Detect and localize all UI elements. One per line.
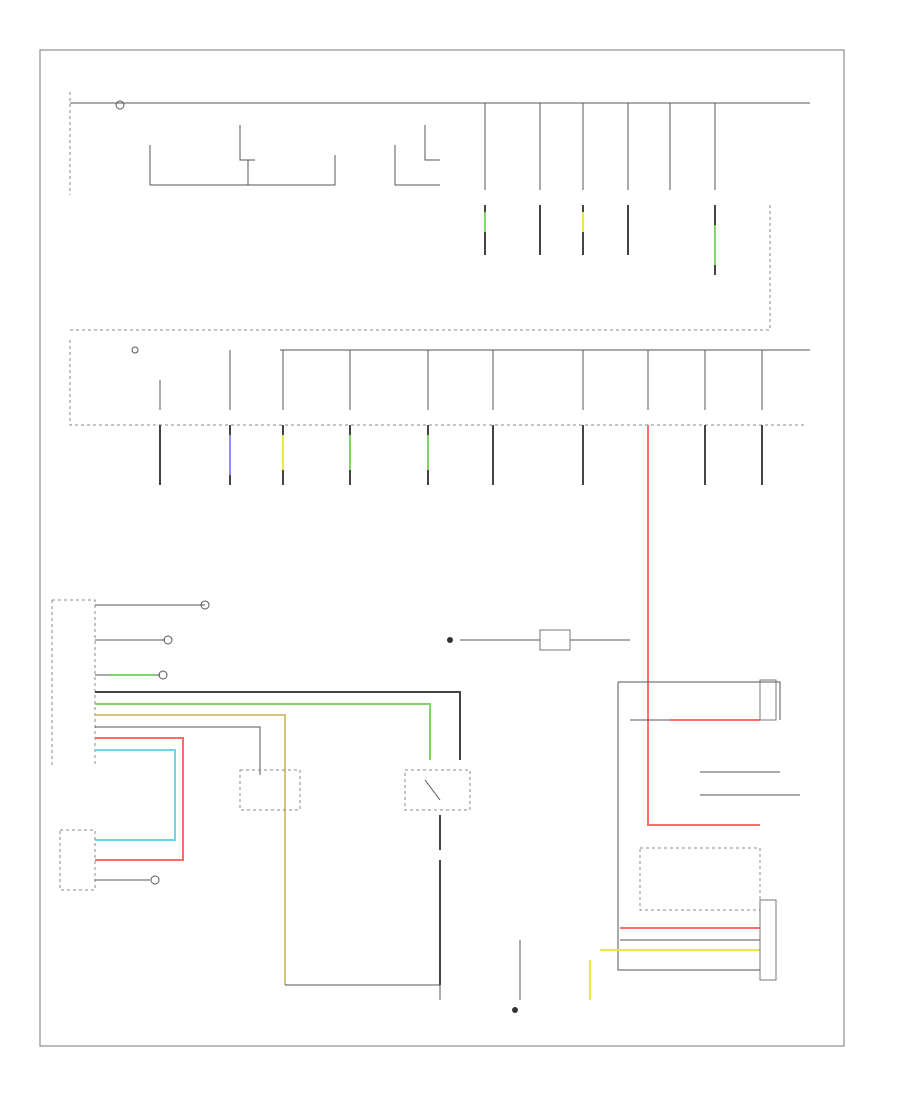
center-relay [239,769,441,1000]
middle-wire-stubs [159,425,763,826]
left-control-module [51,599,461,985]
diagram-border [39,49,845,1047]
second-fuse-block [69,340,810,426]
lower-left-relay [59,829,160,891]
brake-switch [404,769,471,850]
top-wire-stubs [484,205,716,275]
top-fuse-block [69,92,810,331]
ground-connector [447,629,630,651]
right-control-module [512,679,800,1013]
